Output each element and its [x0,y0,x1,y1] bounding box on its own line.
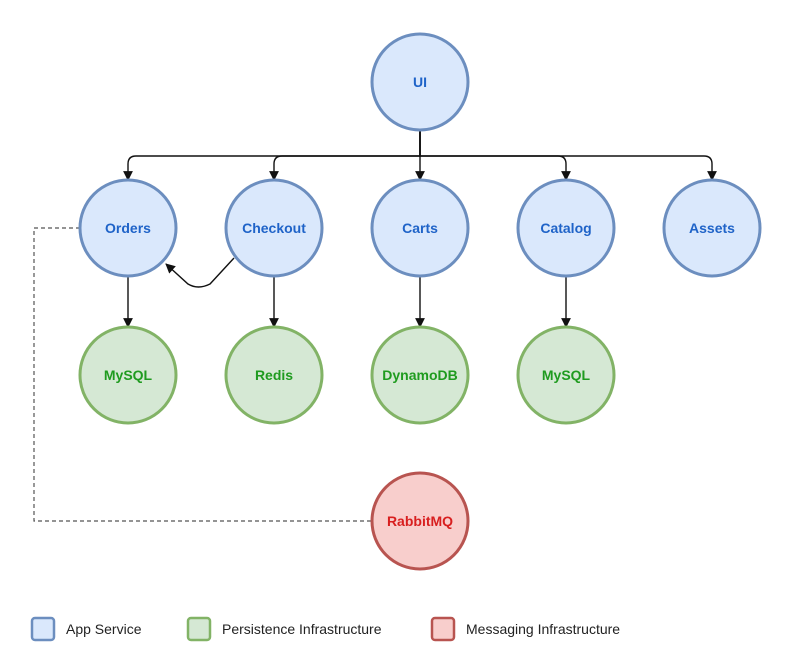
legend-label: Messaging Infrastructure [466,621,620,637]
node-label: DynamoDB [382,367,457,383]
legend-swatch [430,616,456,642]
legend-swatch [30,616,56,642]
legend: App Service Persistence Infrastructure Mes… [30,616,620,642]
edge-ui-to-orders [123,130,421,181]
node-carts: Carts [370,178,470,278]
legend-label: Persistence Infrastructure [222,621,382,637]
legend-swatch [186,616,212,642]
node-ui: UI [370,32,470,132]
node-orders: Orders [78,178,178,278]
edge-orders-to-rabbitmq [33,227,372,522]
legend-item-messaging: Messaging Infrastructure [430,616,620,642]
node-label: MySQL [542,367,591,383]
edge-checkout-to-orders [165,257,235,288]
edge-ui-to-assets [419,130,717,181]
node-label: Carts [402,220,438,236]
node-circle [370,32,470,132]
node-label: Checkout [242,220,306,236]
node-label: Orders [105,220,151,236]
node-circle [370,325,470,425]
node-circle [224,325,324,425]
node-orders-db: MySQL [78,325,178,425]
legend-item-app: App Service [30,616,142,642]
node-circle [516,325,616,425]
node-carts-db: DynamoDB [370,325,470,425]
node-label: RabbitMQ [387,513,453,529]
node-label: Catalog [540,220,591,236]
node-label: MySQL [104,367,153,383]
node-rabbitmq: RabbitMQ [370,471,470,571]
node-catalog-db: MySQL [516,325,616,425]
node-catalog: Catalog [516,178,616,278]
legend-item-persistence: Persistence Infrastructure [186,616,382,642]
node-assets: Assets [662,178,762,278]
node-checkout: Checkout [224,178,324,278]
node-circle [516,178,616,278]
node-circle [78,325,178,425]
node-circle [370,178,470,278]
node-label: Redis [255,367,293,383]
node-label: UI [413,74,427,90]
edge-ui-to-checkout [269,130,421,181]
node-circle [78,178,178,278]
edges-layer [33,130,717,522]
node-circle [224,178,324,278]
edge-ui-to-catalog [419,130,571,181]
legend-label: App Service [66,621,142,637]
node-checkout-db: Redis [224,325,324,425]
node-label: Assets [689,220,735,236]
node-circle [370,471,470,571]
node-circle [662,178,762,278]
